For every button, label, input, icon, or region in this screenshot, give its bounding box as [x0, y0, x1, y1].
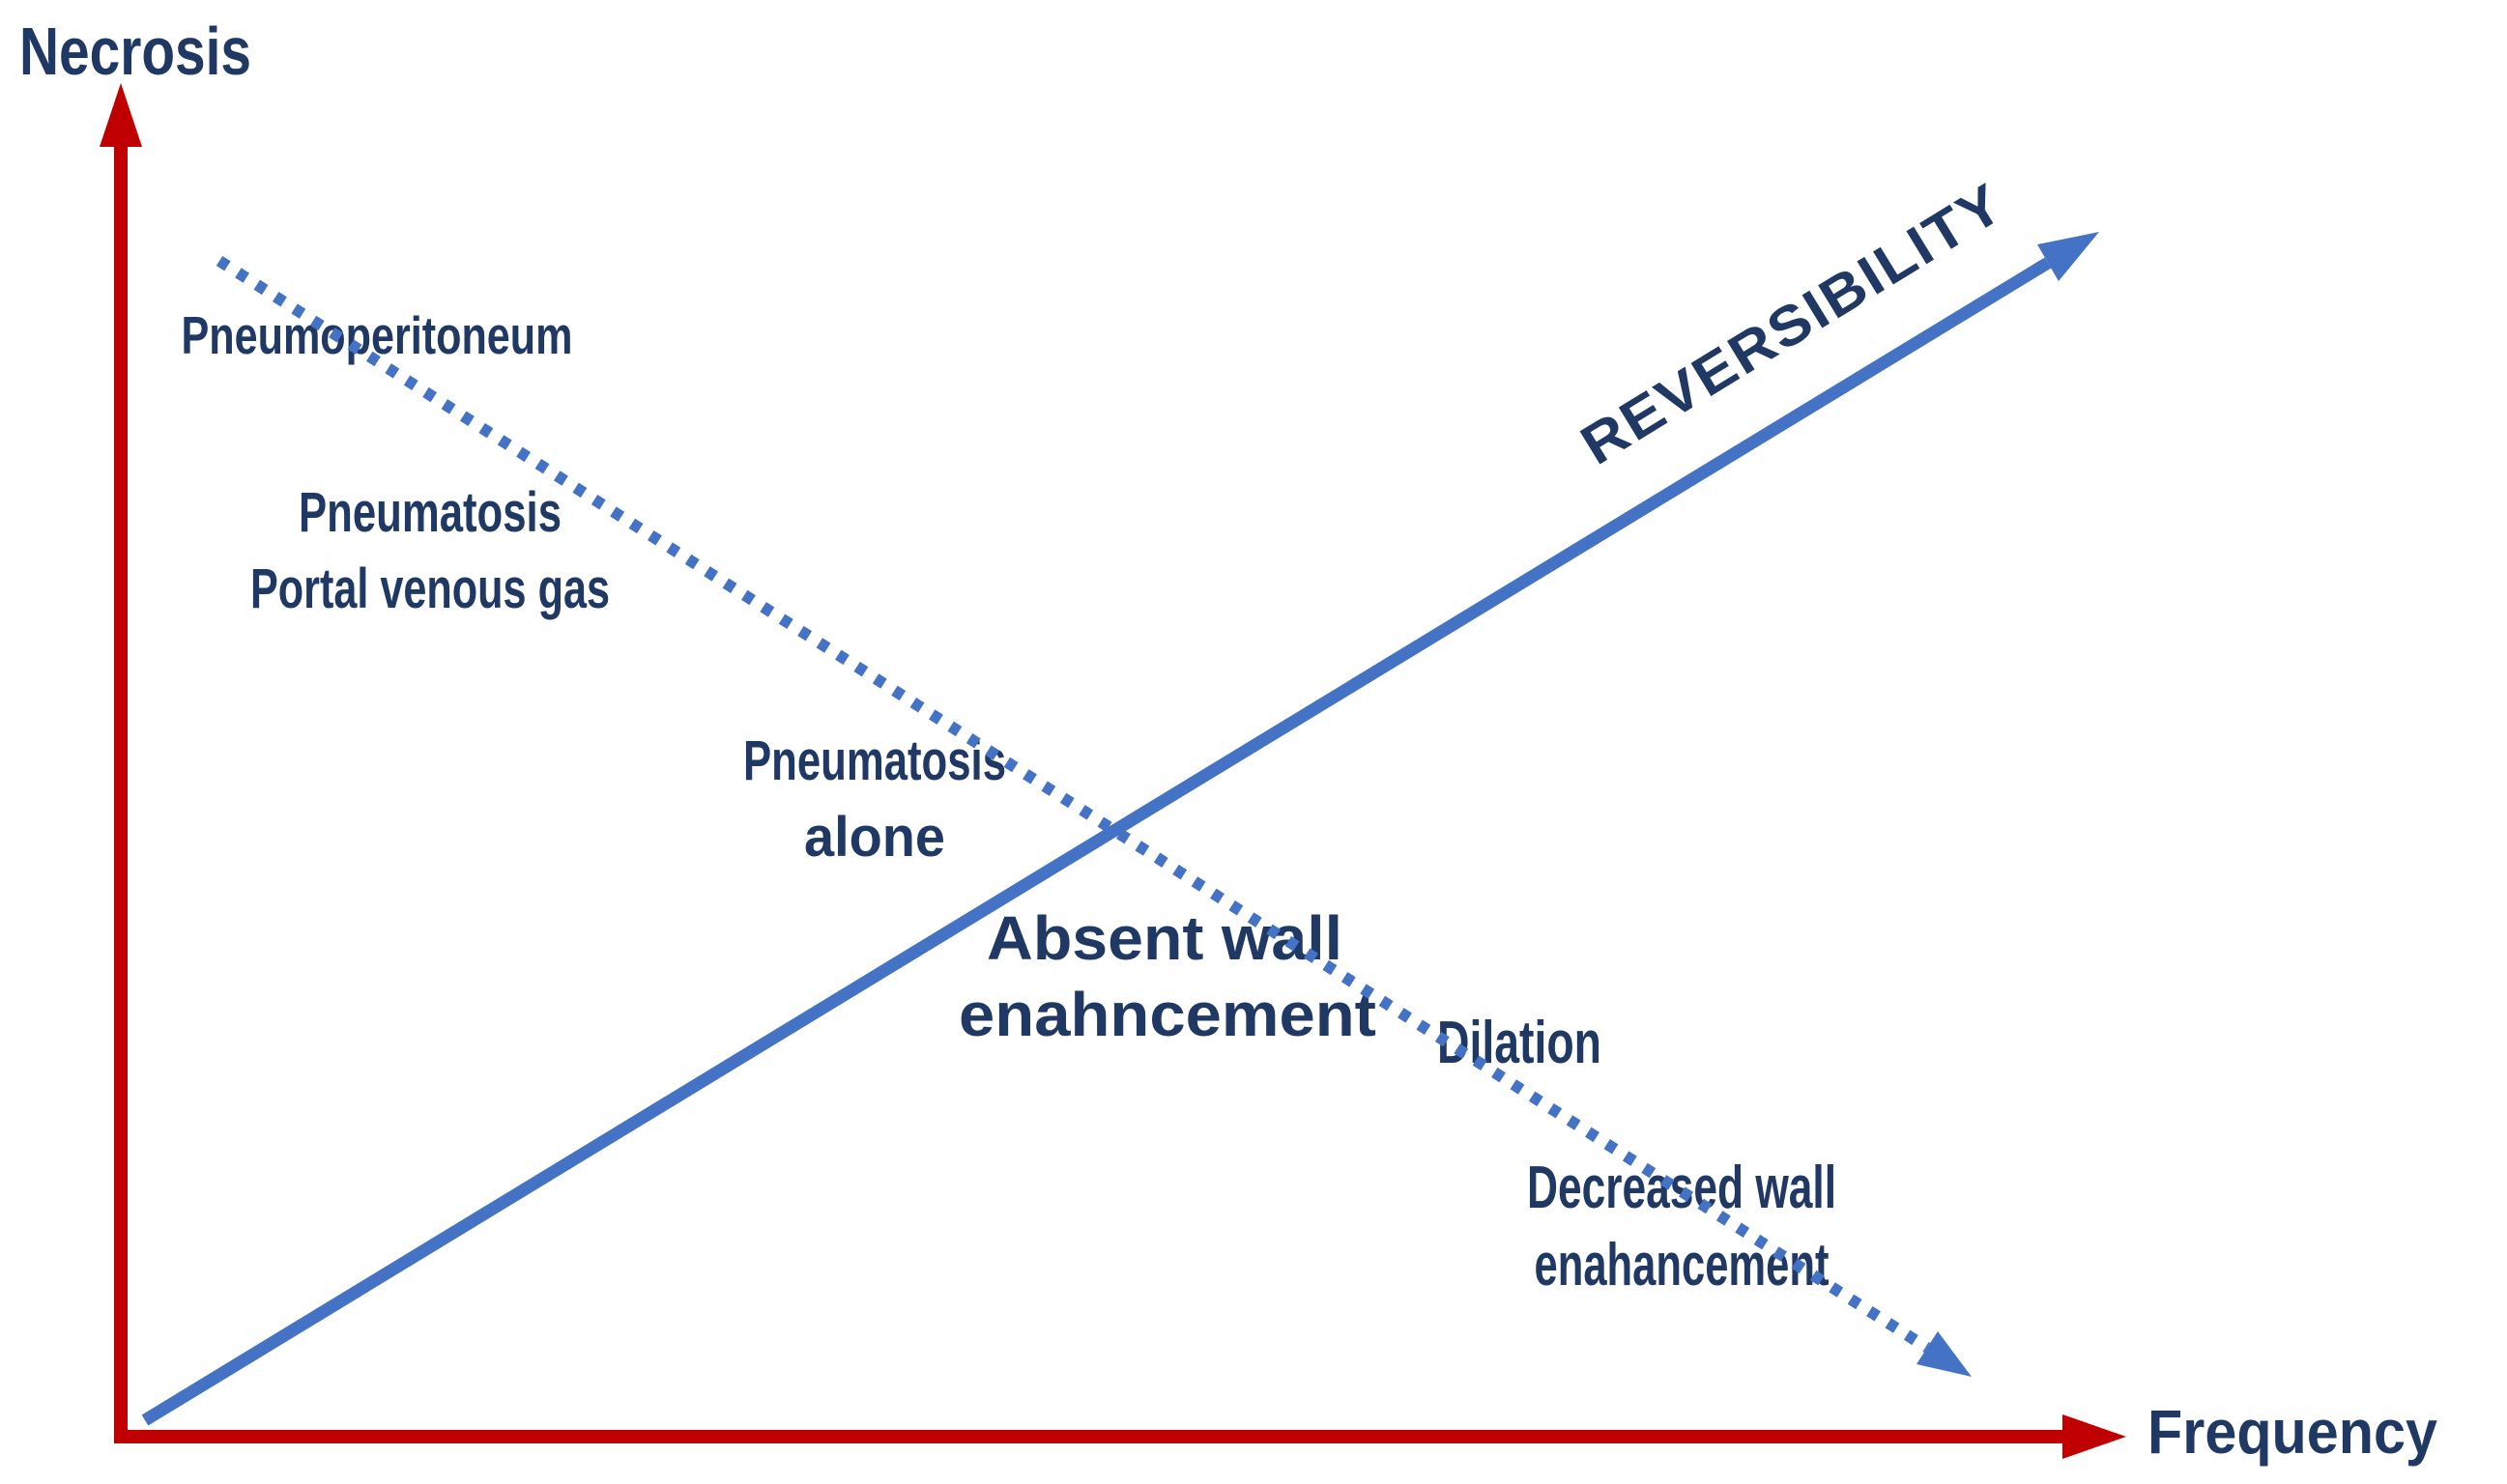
- necrosis-trend-arrow: [216, 255, 1972, 1377]
- finding-absent-wall-line2: enahncement: [959, 980, 1376, 1049]
- finding-pneumatosis-pvg-line2: Portal venous gas: [250, 557, 610, 620]
- finding-pneumatosis-alone-line1: Pneumatosis: [743, 729, 1006, 792]
- finding-absent-wall-line1: Absent wall: [987, 903, 1342, 973]
- x-axis-arrowhead-icon: [2062, 1414, 2126, 1459]
- reversibility-arrowhead-icon: [2037, 232, 2099, 281]
- axes-group: [100, 83, 2126, 1459]
- finding-decreased-wall-line2: enahancement: [1535, 1232, 1830, 1298]
- reversibility-line: [141, 257, 2052, 1426]
- necrosis-trend-arrowhead-icon: [1916, 1331, 1972, 1377]
- y-axis-label: Necrosis: [19, 14, 251, 89]
- reversibility-arrow: [141, 232, 2099, 1426]
- y-axis-arrowhead-icon: [100, 83, 142, 147]
- finding-pneumatosis-alone-line2: alone: [804, 806, 945, 869]
- finding-dilation: Dilation: [1437, 1010, 1601, 1076]
- finding-decreased-wall-line1: Decreased wall: [1527, 1155, 1836, 1221]
- x-axis-label: Frequency: [2147, 1397, 2437, 1467]
- finding-pneumatosis-pvg-line1: Pneumatosis: [299, 481, 562, 544]
- necrosis-trend-dotted-line: [216, 255, 1931, 1354]
